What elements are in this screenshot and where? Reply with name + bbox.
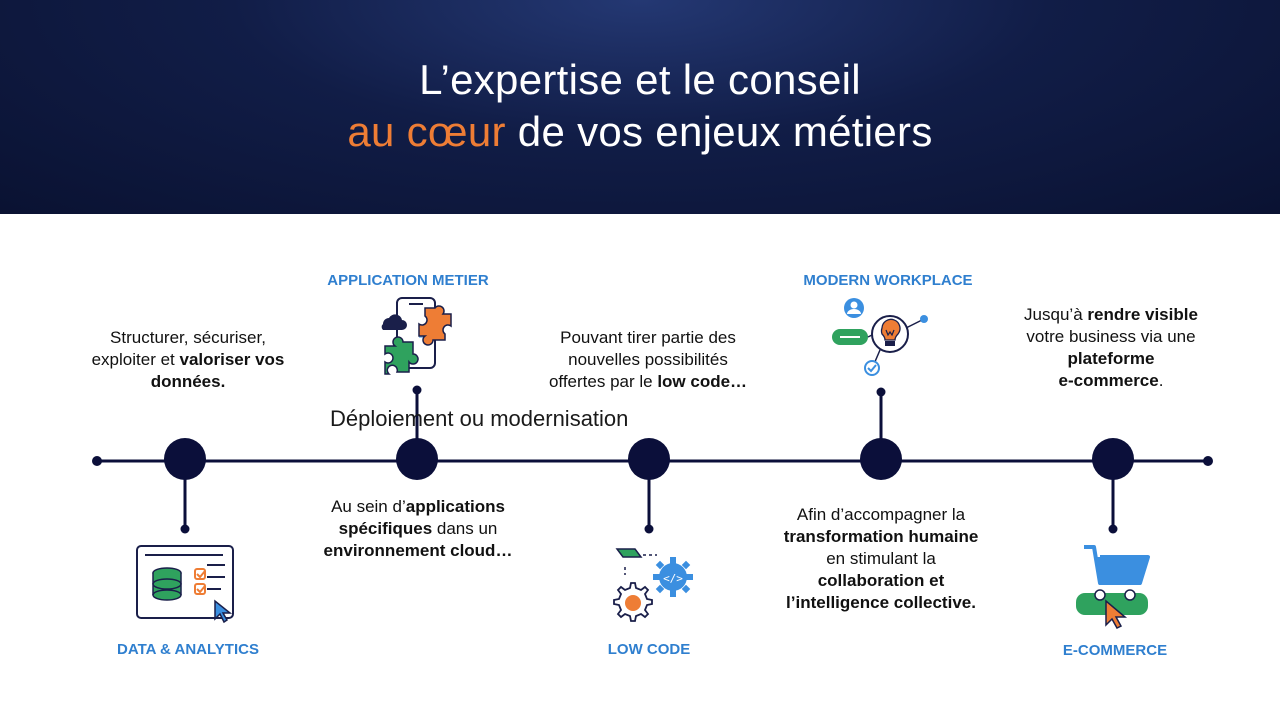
node-label-modern-workplace: MODERN WORKPLACE: [803, 272, 973, 289]
description-segment: Au sein d’: [331, 497, 406, 516]
description-segment: .: [1158, 371, 1164, 390]
node-label-e-commerce: E-COMMERCE: [1062, 642, 1168, 659]
node-label-low-code: LOW CODE: [607, 641, 691, 658]
description-segment: transformation humaine: [783, 527, 979, 546]
description-segment: plateforme: [1067, 349, 1155, 368]
node-description-modern-workplace: Afin d’accompagner la transformation huma…: [761, 504, 1001, 614]
description-segment: rendre visible: [1087, 305, 1198, 324]
node-description-e-commerce: Jusqu’à rendre visible votre business via…: [996, 304, 1226, 392]
description-segment: spécifiques: [338, 519, 433, 538]
timeline-end-dot: [1203, 456, 1213, 466]
timeline-node-application-metier: [396, 438, 438, 480]
svg-text:</>: </>: [663, 572, 683, 585]
description-segment: Jusqu’à: [1024, 305, 1088, 324]
description-segment: applications: [405, 497, 505, 516]
collaboration-idea-icon: [832, 298, 928, 376]
description-segment: Structurer, sécuriser,: [110, 328, 266, 347]
timeline-node-modern-workplace: [860, 438, 902, 480]
description-segment: exploiter et: [91, 350, 180, 369]
connector-dot-application-metier: [412, 385, 422, 395]
description-segment: valoriser vos: [179, 350, 285, 369]
timeline-node-data-analytics: [164, 438, 206, 480]
node-label-application-metier: APPLICATION METIER: [327, 272, 489, 289]
timeline-start-dot: [92, 456, 102, 466]
description-segment: l’intelligence collective.: [786, 593, 976, 612]
description-segment: nouvelles possibilités: [568, 350, 728, 369]
title-rest: de vos enjeux métiers: [505, 108, 933, 155]
description-segment: Pouvant tirer partie des: [560, 328, 736, 347]
description-segment: collaboration et: [817, 571, 945, 590]
description-segment: données.: [150, 372, 226, 391]
description-segment: en stimulant la: [826, 549, 936, 568]
page-title-line-2: au cœur de vos enjeux métiers: [0, 108, 1280, 156]
overlay-label: Déploiement ou modernisation: [330, 406, 629, 431]
description-segment: low code…: [657, 372, 748, 391]
node-label-data-analytics: DATA & ANALYTICS: [117, 641, 259, 658]
node-description-data-analytics: Structurer, sécuriser, exploiter et valor…: [68, 327, 308, 393]
page-title-line-1: L’expertise et le conseil: [419, 56, 861, 103]
description-segment: dans un: [432, 519, 498, 538]
node-description-application-metier: Au sein d’applications spécifiques dans u…: [288, 496, 548, 562]
timeline-node-e-commerce: [1092, 438, 1134, 480]
description-segment: offertes par le: [548, 372, 658, 391]
database-dashboard-icon: [136, 545, 234, 624]
title-accent: au cœur: [347, 108, 506, 155]
shopping-cart-icon: [1076, 545, 1150, 629]
description-segment: e-commerce: [1058, 371, 1159, 390]
description-segment: votre business via une: [1026, 327, 1196, 346]
timeline-node-low-code: [628, 438, 670, 480]
description-segment: environnement cloud…: [323, 541, 513, 560]
connector-dot-modern-workplace: [876, 387, 886, 397]
connector-dot-data-analytics: [180, 524, 190, 534]
connector-dot-low-code: [644, 524, 654, 534]
connector-dot-e-commerce: [1108, 524, 1118, 534]
description-segment: Afin d’accompagner la: [796, 505, 966, 524]
node-description-low-code: Pouvant tirer partie des nouvelles possib…: [523, 327, 773, 393]
header-banner: [0, 0, 1280, 214]
puzzle-mobile-icon: [381, 297, 452, 375]
gears-code-icon: </>: [613, 548, 693, 622]
